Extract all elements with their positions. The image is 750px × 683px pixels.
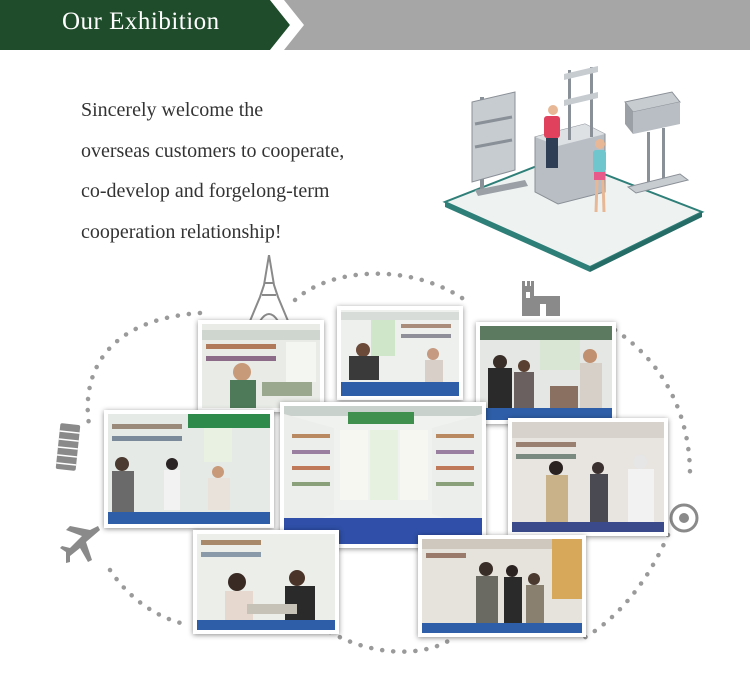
intro-line-2: overseas customers to cooperate, [81,139,345,162]
header-bar: Our Exhibition [0,0,750,50]
exhibition-photo [508,418,668,536]
intro-line-3: co-develop and forgelong-term [81,180,330,202]
airplane-icon [60,526,100,563]
intro-line-1: Sincerely welcome the [81,99,264,121]
exhibition-photo [193,530,339,634]
eiffel-tower-icon [248,255,290,321]
intro-line-4: cooperation relationship! [81,220,282,243]
exhibition-photo [198,320,324,412]
exhibition-photo [418,535,586,637]
target-icon [669,503,699,533]
booth-illustration [442,66,705,272]
page-title: Our Exhibition [62,8,220,35]
header-title-block [0,0,290,50]
exhibition-photo [280,402,486,548]
exhibition-photo [476,322,616,424]
exhibition-photo [104,410,274,528]
leaning-tower-icon [55,423,81,471]
intro-text: Sincerely welcome the overseas customers… [81,90,441,252]
exhibition-photo [337,306,463,400]
castle-icon [522,281,560,316]
